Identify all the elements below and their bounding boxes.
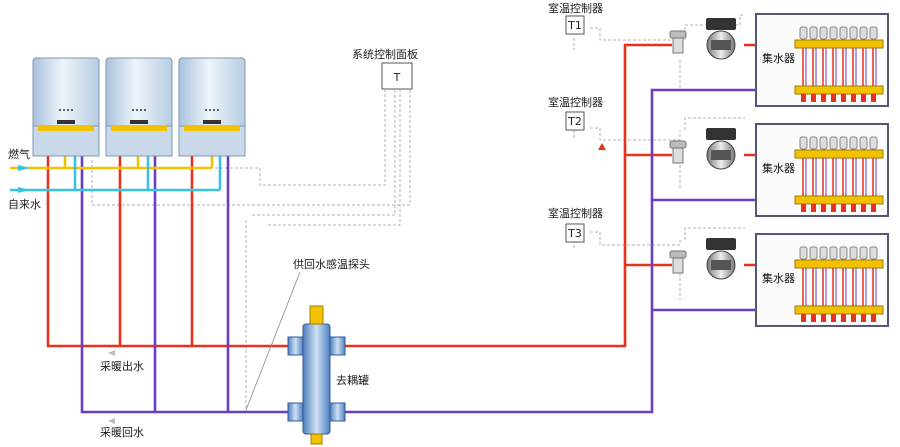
control-panel-icon: T <box>381 62 413 90</box>
t2-label: T2 <box>567 115 582 128</box>
return-in-arrow-icon <box>108 418 115 424</box>
sensor-label: 供回水感温探头 <box>293 257 370 271</box>
return-in-label: 采暖回水 <box>100 426 144 439</box>
supply-pipes <box>46 43 790 348</box>
flow-arrows <box>18 165 30 193</box>
control-panel-symbol: T <box>393 71 401 84</box>
zone-3: 集水器 <box>669 233 889 327</box>
supply-arrows <box>598 143 606 150</box>
zone-1: 集水器 <box>669 13 889 107</box>
room-ctrl-label-1: 室温控制器 <box>548 1 603 15</box>
room-thermostat-icon <box>565 15 585 35</box>
boiler-icon <box>105 57 173 157</box>
decoupler-tank-icon <box>287 305 346 445</box>
zone-2: 集水器 <box>669 123 889 217</box>
valve-icon <box>669 140 687 164</box>
t3-label: T3 <box>567 227 582 240</box>
room-ctrl-label-2: 室温控制器 <box>548 95 603 109</box>
room-thermostat-icon <box>565 223 585 243</box>
t1-label: T1 <box>567 19 582 32</box>
supply-out-label: 采暖出水 <box>100 359 144 373</box>
valve-icon <box>669 30 687 54</box>
gas-pipes <box>10 155 214 170</box>
pump-icon <box>706 18 736 60</box>
return-pipes <box>80 88 790 414</box>
tap-water-label: 自来水 <box>8 198 41 211</box>
decoupler-label: 去耦罐 <box>336 374 369 387</box>
manifold-icon: 集水器 <box>755 233 889 327</box>
pump-icon <box>706 128 736 170</box>
manifold-icon: 集水器 <box>755 13 889 107</box>
room-ctrl-label-3: 室温控制器 <box>548 206 603 220</box>
boiler-icon <box>178 57 246 157</box>
valve-icon <box>669 250 687 274</box>
pump-icon <box>706 238 736 280</box>
gas-label: 燃气 <box>8 147 30 161</box>
manifold-icon: 集水器 <box>755 123 889 217</box>
tap-water-pipes <box>10 155 222 192</box>
system-panel-label: 系统控制面板 <box>352 47 418 61</box>
boiler-icon <box>32 57 100 157</box>
supply-out-arrow-icon <box>108 350 115 356</box>
collector-label: 集水器 <box>762 51 795 65</box>
room-thermostat-icon <box>565 111 585 131</box>
sensor-leader <box>245 271 301 411</box>
collector-label: 集水器 <box>762 161 795 175</box>
collector-label: 集水器 <box>762 271 795 285</box>
